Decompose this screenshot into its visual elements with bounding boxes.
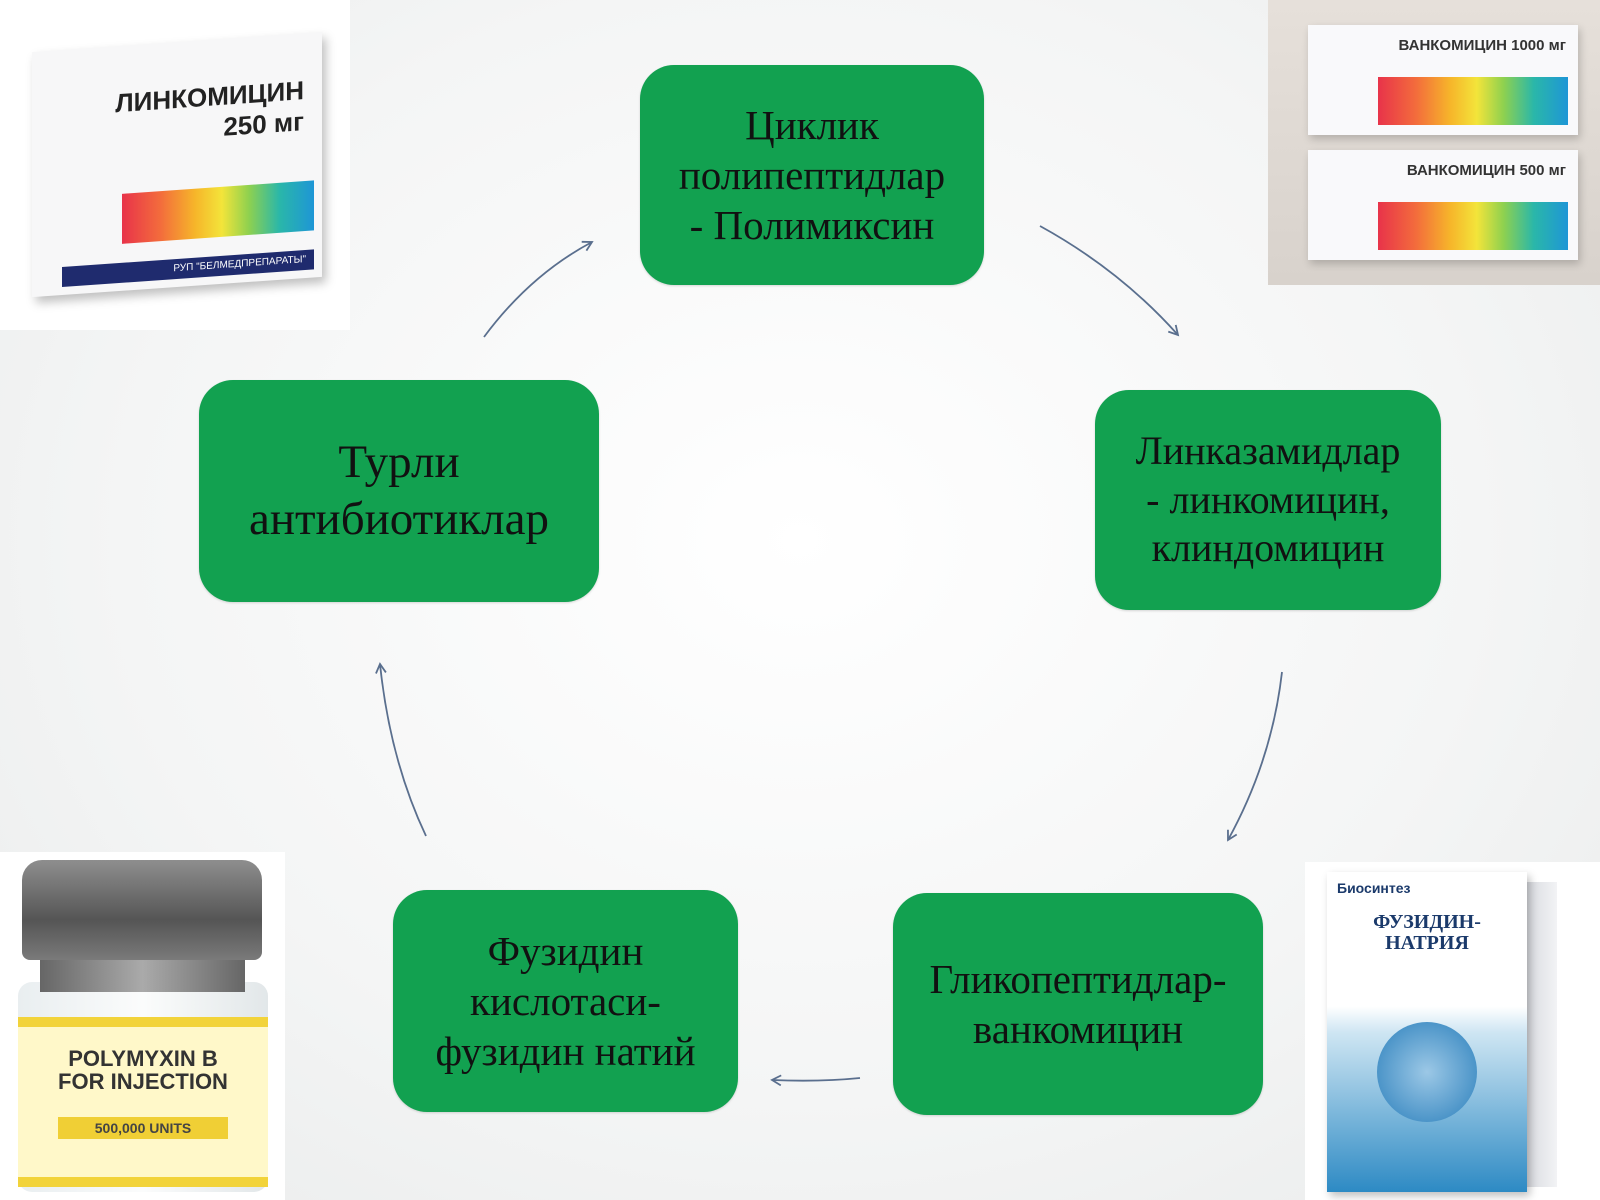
- node-lincosamides: Линказамидлар - линкомицин, клиндомицин: [1095, 390, 1441, 610]
- node-fusidic-acid: Фузидин кислотаси- фузидин натий: [393, 890, 738, 1112]
- vancomycin-box-1000: ВАНКОМИЦИН 1000 мг: [1308, 25, 1578, 135]
- node-cyclic-polypeptides: Циклик полипептидлар - Полимиксин: [640, 65, 984, 285]
- arrow-lincosamides-to-glycopeptides: [1227, 671, 1283, 842]
- polymyxin-vial-image: POLYMYXIN B FOR INJECTION 500,000 UNITS: [0, 852, 285, 1200]
- polymyxin-title: POLYMYXIN B FOR INJECTION: [58, 1046, 228, 1095]
- node-lincosamides-text: Линказамидлар - линкомицин, клиндомицин: [1135, 427, 1401, 571]
- arrow-cyclic-to-lincosamides: [1039, 225, 1180, 337]
- vancomycin-package-image: ВАНКОМИЦИН 1000 мг ВАНКОМИЦИН 500 мг: [1268, 0, 1600, 285]
- node-fusidic-acid-text: Фузидин кислотаси- фузидин натий: [435, 927, 696, 1074]
- vancomycin-label-500: ВАНКОМИЦИН 500 мг: [1406, 162, 1566, 179]
- node-various-antibiotics-text: Турли антибиотиклар: [249, 435, 549, 545]
- vancomycin-band-500: [1378, 202, 1568, 250]
- node-glycopeptides: Гликопептидлар- ванкомицин: [893, 893, 1263, 1115]
- vancomycin-box-500: ВАНКОМИЦИН 500 мг: [1308, 150, 1578, 260]
- arrow-glycopeptides-to-fusidic: [770, 1074, 861, 1087]
- arrow-fusidic-to-various: [375, 662, 427, 837]
- node-glycopeptides-text: Гликопептидлар- ванкомицин: [929, 955, 1227, 1052]
- fusidin-brand: Биосинтез: [1337, 880, 1411, 896]
- fusidin-name: ФУЗИДИН- НАТРИЯ: [1373, 911, 1481, 954]
- polymyxin-label: POLYMYXIN B FOR INJECTION 500,000 UNITS: [18, 1017, 268, 1187]
- polymyxin-vial-cap: [22, 860, 262, 960]
- node-various-antibiotics: Турли антибиотиклар: [199, 380, 599, 602]
- fusidin-box: Биосинтез ФУЗИДИН- НАТРИЯ: [1327, 872, 1527, 1192]
- node-cyclic-polypeptides-text: Циклик полипептидлар - Полимиксин: [678, 101, 946, 248]
- vancomycin-band-1000: [1378, 77, 1568, 125]
- arrow-various-to-cyclic: [483, 240, 594, 338]
- fusidin-package-image: Биосинтез ФУЗИДИН- НАТРИЯ: [1305, 862, 1600, 1200]
- fusidin-box-side: [1527, 882, 1557, 1187]
- vancomycin-label-1000: ВАНКОМИЦИН 1000 мг: [1398, 37, 1566, 54]
- polymyxin-units: 500,000 UNITS: [58, 1117, 228, 1139]
- lincomycin-package-image: ЛИНКОМИЦИН 250 мг РУП "БЕЛМЕДПРЕПАРАТЫ": [0, 0, 350, 330]
- fusidin-circle-graphic: [1377, 1022, 1477, 1122]
